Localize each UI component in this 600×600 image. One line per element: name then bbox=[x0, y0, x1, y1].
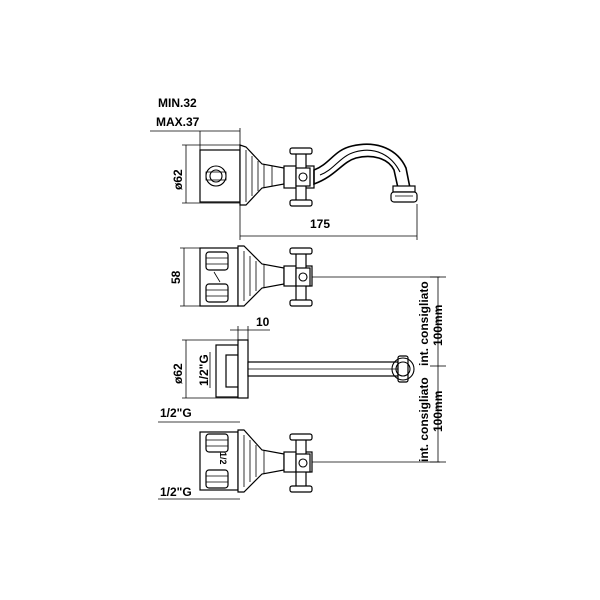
hub-bottom bbox=[295, 453, 311, 473]
spacing-dimension: int. consigliato 100mm int. consigliato … bbox=[417, 276, 446, 463]
body-port-slot bbox=[205, 171, 227, 181]
spacing-label-lower: int. consigliato bbox=[417, 377, 431, 462]
aerator bbox=[390, 191, 418, 203]
spout-connector-thread bbox=[225, 354, 239, 388]
cross-handle-cap-d bbox=[289, 485, 313, 493]
nipple-lower bbox=[205, 283, 229, 303]
spout-flange bbox=[237, 339, 249, 399]
aerator-ring-1 bbox=[392, 185, 416, 193]
offset-label: 10 bbox=[256, 315, 270, 329]
handle-hub bbox=[295, 167, 311, 187]
spacing-value-upper: 100mm bbox=[431, 305, 445, 346]
nipple-upper-b bbox=[205, 433, 229, 453]
plate-diameter-mid-label: ø62 bbox=[171, 363, 185, 384]
aerator-end-outer bbox=[391, 357, 415, 381]
plate-diameter-label: ø62 bbox=[171, 169, 185, 190]
cross-handle-cap-c bbox=[289, 433, 313, 441]
spout-centerline bbox=[319, 149, 401, 176]
escutcheon bbox=[239, 144, 285, 206]
spacing-value-lower: 100mm bbox=[431, 391, 445, 432]
hub-top bbox=[295, 267, 311, 287]
side-elevation-view: MIN.32 MAX.37 ø62 bbox=[150, 96, 418, 240]
spout-end bbox=[397, 355, 409, 383]
escutcheon-bottom-view bbox=[237, 429, 285, 493]
hub-screw-top bbox=[298, 272, 308, 282]
escutcheon-top-view bbox=[237, 245, 285, 307]
nipple-lower-b bbox=[205, 469, 229, 489]
handle-screw bbox=[298, 172, 308, 182]
plate-height-label: 58 bbox=[169, 270, 183, 284]
hub-screw-bottom bbox=[298, 458, 308, 468]
nipple-upper bbox=[205, 251, 229, 271]
center-mark bbox=[213, 271, 221, 283]
cross-handle-bottom-cap bbox=[289, 199, 313, 207]
max-depth-label: MAX.37 bbox=[156, 115, 200, 129]
spout-length-label: 175 bbox=[310, 217, 330, 231]
valve-view-top: 58 bbox=[169, 245, 440, 307]
valve-view-bottom: 1/2"G 1/2"G 1/2 bbox=[158, 406, 440, 500]
body-port-inner bbox=[209, 169, 223, 183]
thread-mid-label: 1/2"G bbox=[197, 354, 211, 386]
spacing-label-upper: int. consigliato bbox=[417, 281, 431, 366]
body-mark-label: 1/2 bbox=[218, 452, 228, 465]
cross-handle-cap-b bbox=[289, 299, 313, 307]
cross-handle-cap-a bbox=[289, 247, 313, 255]
spout-side-view: 10 ø62 1/2"G bbox=[171, 315, 415, 399]
wall-body bbox=[199, 149, 241, 203]
aerator-end-inner bbox=[395, 361, 411, 377]
thread-left-top-label: 1/2"G bbox=[160, 406, 192, 420]
min-depth-label: MIN.32 bbox=[158, 96, 197, 110]
cross-handle-top-cap bbox=[289, 147, 313, 155]
thread-left-bottom-label: 1/2"G bbox=[160, 485, 192, 499]
